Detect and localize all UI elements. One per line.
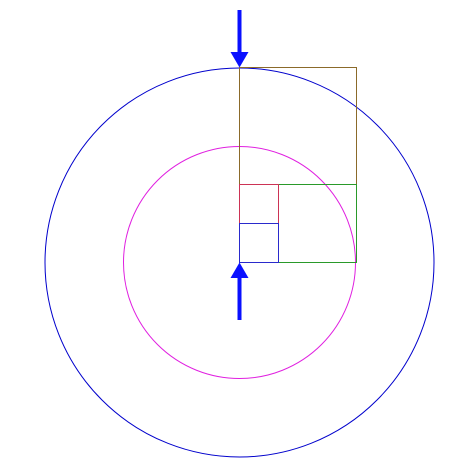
small-square-bottom <box>239 223 279 263</box>
large-square <box>239 67 357 185</box>
bottom-arrow-head <box>230 262 249 278</box>
top-arrow <box>230 10 249 68</box>
top-arrow-head <box>230 52 249 68</box>
small-square-top <box>239 184 279 224</box>
bottom-arrow <box>230 262 249 320</box>
